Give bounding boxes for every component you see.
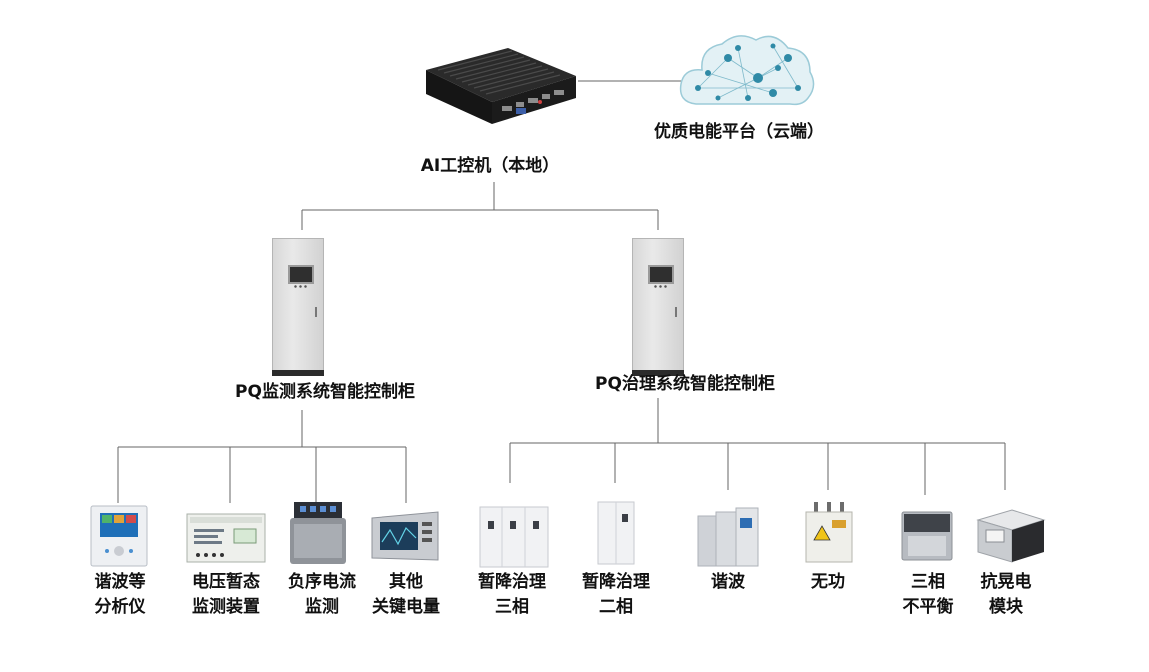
- device-label-sag-three-phase: 暂降治理三相: [478, 572, 546, 617]
- negative-sequence-monitor-icon: [290, 502, 346, 564]
- three-phase-unbalance-device-icon: [901, 511, 953, 561]
- control-cabinet-label: PQ治理系统智能控制柜: [595, 374, 775, 394]
- device-label-anti-sag: 抗晃电模块: [980, 572, 1032, 617]
- industrial-pc-icon: [426, 48, 576, 124]
- monitor-cabinet-label: PQ监测系统智能控制柜: [235, 382, 415, 402]
- local-pc-label: AI工控机（本地）: [420, 156, 560, 176]
- key-electrical-meter-icon: [371, 511, 439, 561]
- device-label-reactive: 无功: [811, 572, 845, 592]
- cloud-platform-label: 优质电能平台（云端）: [654, 122, 824, 142]
- sag-three-phase-cabinet-icon: [479, 506, 549, 568]
- harmonic-filter-cabinet-icon: [697, 507, 759, 567]
- voltage-transient-monitor-icon: [186, 513, 266, 563]
- control-cabinet-icon: [632, 238, 684, 376]
- device-label-voltage-transient: 电压暂态监测装置: [192, 572, 260, 617]
- device-label-key-electrical: 其他关键电量: [372, 572, 440, 617]
- device-label-negative-sequence: 负序电流监测: [288, 572, 356, 617]
- harmonic-analyzer-icon: [90, 505, 148, 567]
- device-label-sag-two-phase: 暂降治理二相: [582, 572, 650, 617]
- device-label-harmonic: 谐波: [711, 572, 745, 592]
- sag-two-phase-cabinet-icon: [597, 501, 635, 565]
- anti-voltage-sag-module-icon: [976, 509, 1046, 563]
- monitor-cabinet-icon: [272, 238, 324, 376]
- device-label-unbalance: 三相不平衡: [902, 572, 954, 617]
- reactive-power-compensator-icon: [805, 502, 853, 563]
- device-label-harmonic-analyzer: 谐波等分析仪: [94, 572, 146, 617]
- cloud-icon: [679, 35, 815, 106]
